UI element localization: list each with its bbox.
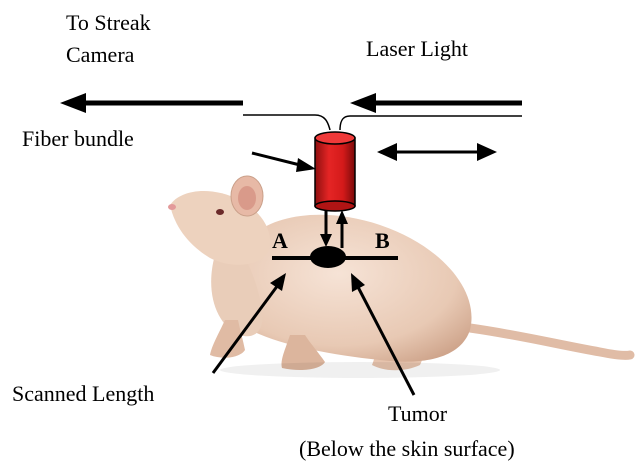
tumor-marker (310, 246, 346, 268)
point-a-label: A (272, 228, 288, 254)
point-b-label: B (375, 228, 390, 254)
scan-motion-arrow (377, 143, 497, 161)
mouse-eye (216, 209, 224, 215)
mouse-nose (168, 204, 176, 210)
fiber-bundle-lines (60, 93, 522, 130)
to-streak-label-line1: To Streak (66, 10, 151, 36)
scanned-length-label: Scanned Length (12, 381, 154, 407)
probe-cylinder (315, 132, 355, 211)
tumor-note-label: (Below the skin surface) (299, 436, 515, 462)
tumor-label: Tumor (388, 401, 447, 427)
probe-pointer-arrow (252, 153, 316, 172)
mouse-tail (470, 328, 630, 355)
to-streak-label-line2: Camera (66, 42, 134, 68)
laser-light-label: Laser Light (366, 36, 468, 62)
mouse-illustration (168, 176, 630, 378)
arrow-laser-head (350, 93, 376, 113)
arrow-to-camera-head (60, 93, 86, 113)
fiber-bundle-label: Fiber bundle (22, 126, 134, 152)
